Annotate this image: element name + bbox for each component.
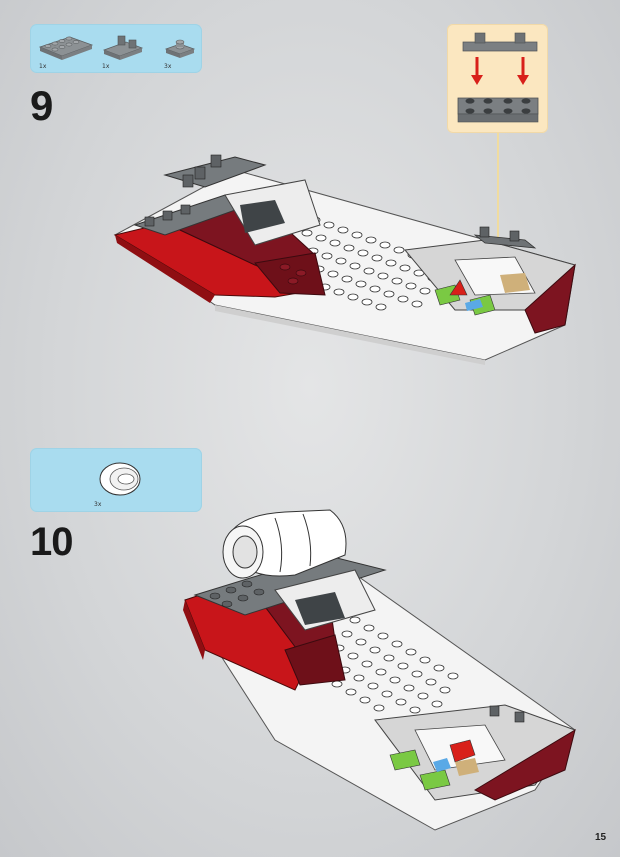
round-brick-white-icon [99,462,141,496]
part-qty: 3x [164,63,172,70]
step-9-model-illustration [113,154,576,365]
plate-2x4-gray-icon [38,36,94,60]
part-qty: 1x [102,63,110,70]
sub-assembly-callout [447,24,548,133]
step-10-parts-box: 3x [30,448,202,512]
jumper-plate-gray-icon [164,39,196,58]
step-9-parts-box: 1x 1x 3x [30,24,202,73]
red-arrow-icon [517,57,529,85]
page-number: 15 [595,832,607,843]
red-arrow-icon [471,57,483,85]
part-qty: 3x [94,501,102,508]
step-number: 10 [30,520,73,564]
part-qty: 1x [39,63,47,70]
step-10-model-illustration [183,509,576,831]
plate-2x4-gray-icon [457,97,539,123]
step-number: 9 [30,82,53,129]
clip-plate-icon [462,32,538,52]
plate-with-clip-gray-icon [102,35,144,60]
